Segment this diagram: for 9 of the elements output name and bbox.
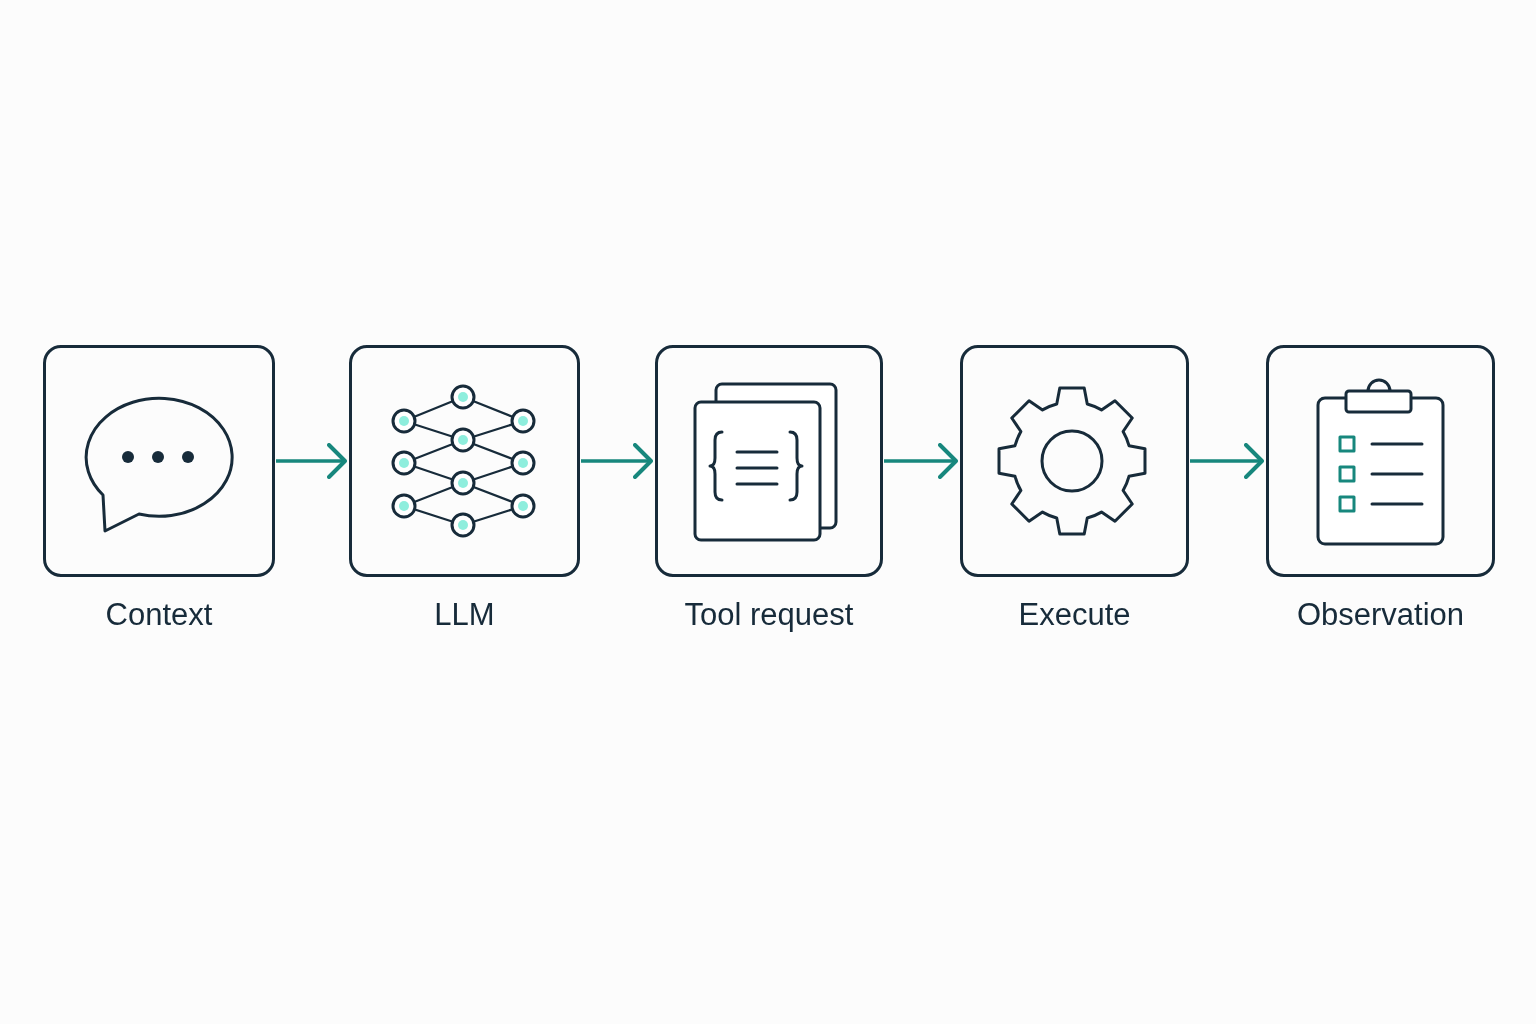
step-label: Execute — [1018, 596, 1131, 634]
arrow — [884, 443, 958, 479]
arrow — [1190, 443, 1264, 479]
arrow — [276, 443, 347, 479]
arrow — [581, 443, 653, 479]
step-label: Observation — [1296, 596, 1465, 634]
step-label: Context — [105, 596, 213, 634]
step-label: Tool request — [684, 596, 854, 634]
step-label: LLM — [434, 596, 495, 634]
